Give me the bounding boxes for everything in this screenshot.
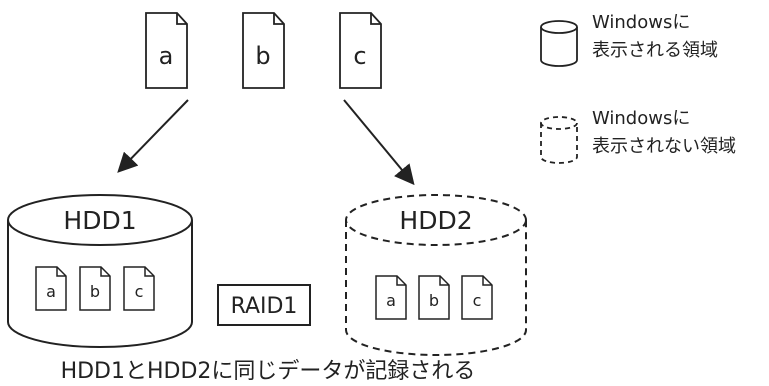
- file-icon-b-label: b: [255, 42, 270, 70]
- hdd1-file-a-label: a: [46, 282, 56, 301]
- hdd1-file-a: a: [35, 266, 67, 311]
- hdd1-file-b: b: [79, 266, 111, 311]
- file-icon-a-label: a: [159, 42, 174, 70]
- legend-hidden-line1: Windowsに: [592, 108, 690, 129]
- hdd2-label: HDD2: [399, 206, 472, 235]
- file-icon-c: c: [339, 12, 382, 89]
- hdd1-file-c-label: c: [135, 282, 144, 301]
- legend-hidden: Windowsに 表示されない領域: [540, 108, 736, 164]
- hdd2-file-c-label: c: [473, 291, 482, 310]
- arrow-to-hdd1: [117, 99, 189, 173]
- raid1-box: RAID1: [217, 284, 311, 326]
- file-icon-b: b: [242, 12, 285, 89]
- raid1-label: RAID1: [231, 294, 298, 319]
- legend-visible-line1: Windowsに: [592, 12, 690, 33]
- hdd2-file-b: b: [418, 275, 450, 320]
- hdd1-label: HDD1: [63, 206, 136, 235]
- legend-visible: Windowsに 表示される領域: [540, 12, 718, 67]
- hdd1-file-b-label: b: [90, 282, 100, 301]
- legend-visible-line2: 表示される領域: [592, 40, 718, 61]
- hdd2-file-c: c: [461, 275, 493, 320]
- hdd2-file-a: a: [375, 275, 407, 320]
- hdd1-cylinder: HDD1 a b c: [7, 194, 193, 348]
- hdd2-cylinder: HDD2 a b c: [345, 194, 527, 356]
- file-icon-c-label: c: [353, 42, 366, 70]
- hdd2-file-a-label: a: [386, 291, 396, 310]
- legend-visible-icon: [540, 20, 578, 34]
- legend-hidden-icon: [540, 116, 578, 130]
- hdd2-file-b-label: b: [429, 291, 439, 310]
- hdd1-file-c: c: [123, 266, 155, 311]
- arrow-to-hdd2: [343, 99, 415, 186]
- legend-hidden-line2: 表示されない領域: [592, 136, 736, 157]
- caption: HDD1とHDD2に同じデータが記録される: [61, 359, 476, 384]
- file-icon-a: a: [145, 12, 188, 89]
